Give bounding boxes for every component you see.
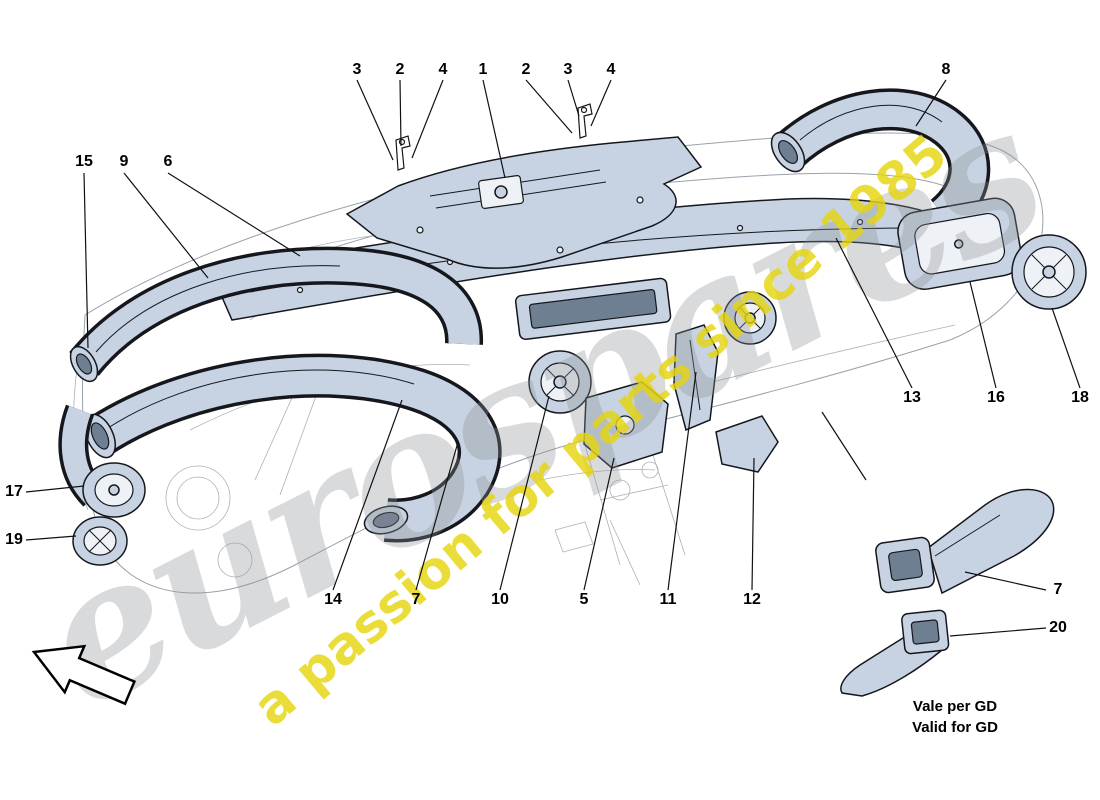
gd-note-english: Valid for GD <box>912 719 998 736</box>
vent-centre-round-right <box>723 291 777 345</box>
bracket-left <box>395 135 411 171</box>
vent-right-round <box>1011 234 1087 310</box>
direction-arrow <box>31 644 137 706</box>
bracket-right <box>577 103 593 139</box>
duct-defroster <box>345 136 703 269</box>
duct-centre-lower <box>583 381 669 469</box>
inset-duct-lower <box>840 609 950 697</box>
duct-centre-side <box>715 415 779 473</box>
inset-duct-upper <box>875 488 1055 595</box>
vent-right-bezel <box>897 197 1023 290</box>
vent-centre-rect <box>514 277 672 341</box>
vent-left-upper-round <box>82 462 146 518</box>
duct-left-upper <box>69 246 484 383</box>
gd-note-italian: Vale per GD <box>912 698 998 715</box>
gd-note: Vale per GD Valid for GD <box>890 696 1020 738</box>
inset-connector-line <box>821 411 867 481</box>
vent-left-lower-round <box>72 516 128 566</box>
